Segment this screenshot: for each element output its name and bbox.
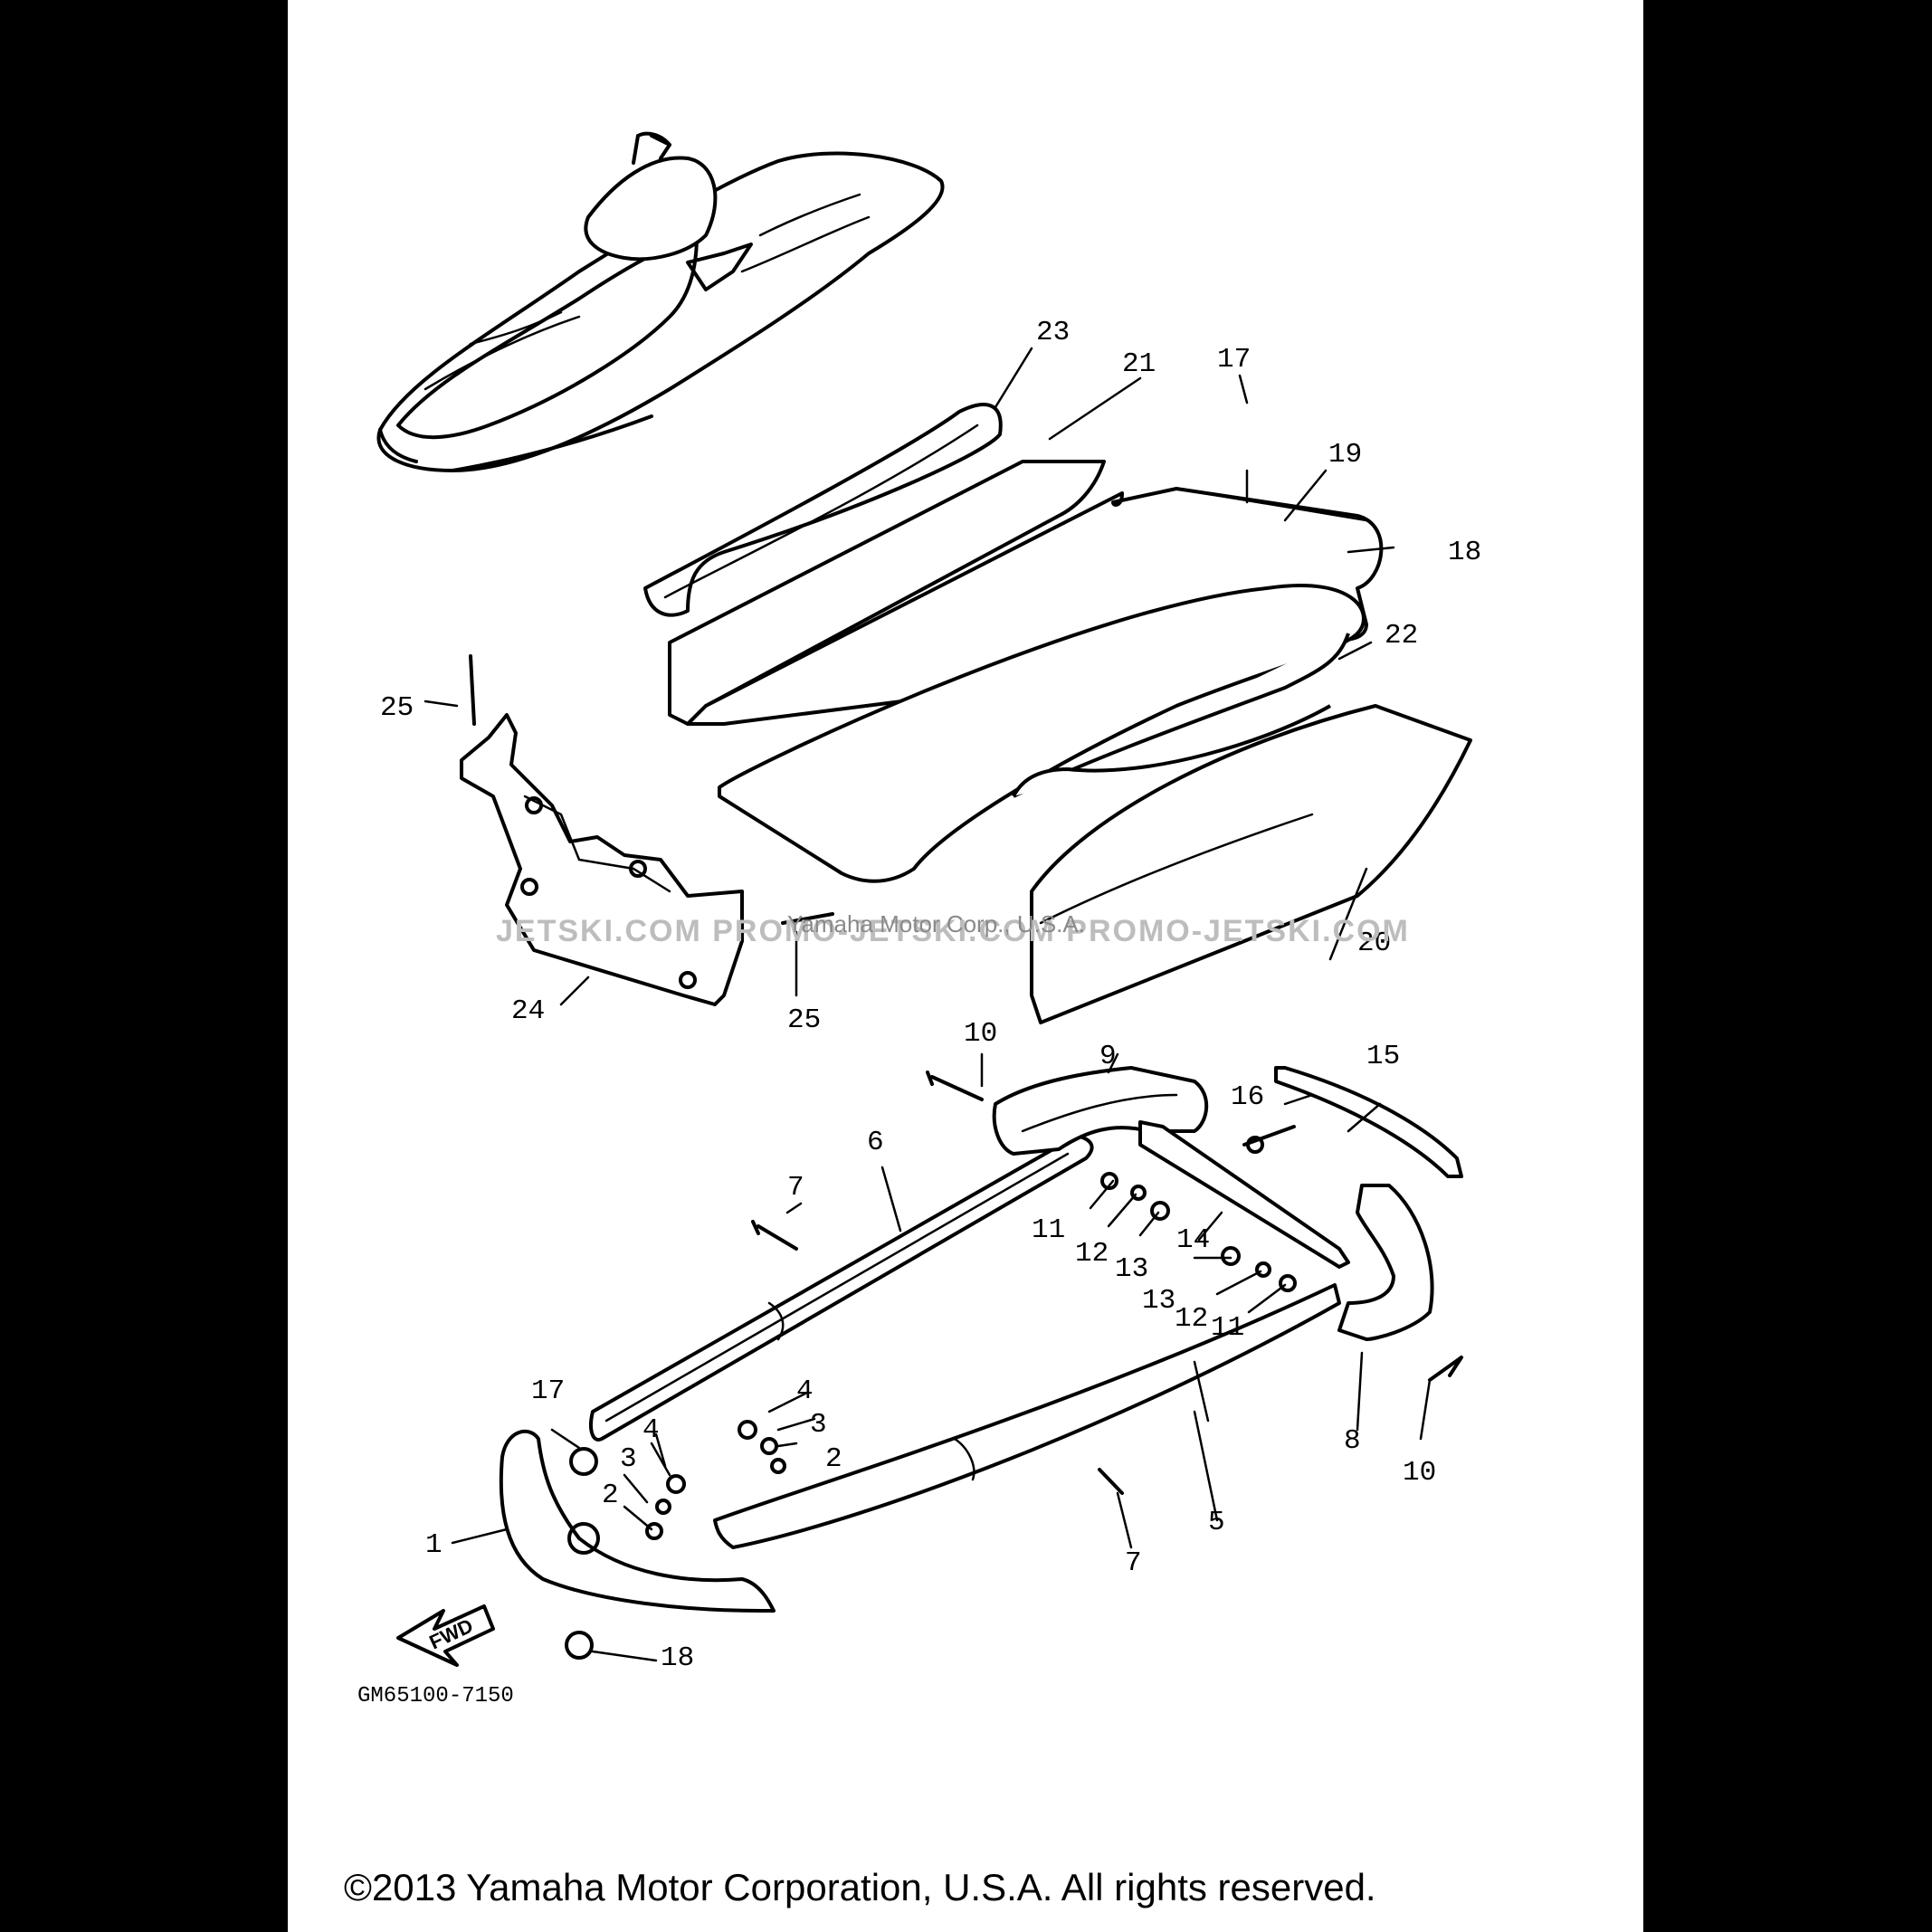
callout-25-bottom: 25 <box>787 1004 821 1036</box>
callout-20: 20 <box>1357 928 1391 959</box>
callout-6: 6 <box>867 1127 884 1158</box>
callout-23: 23 <box>1036 317 1070 348</box>
watermark-text: JETSKI.COM PROMO-JETSKI.COM PROMO-JETSKI… <box>496 914 1410 948</box>
callout-numbers: 23 21 17 19 18 22 20 25 24 25 10 9 15 16… <box>380 317 1481 1674</box>
callout-21: 21 <box>1122 348 1156 380</box>
callout-24: 24 <box>511 995 545 1027</box>
callout-18-top: 18 <box>1448 537 1481 568</box>
callout-16: 16 <box>1231 1081 1264 1113</box>
watermark-owner: Yamaha Motor Corp., U.S.A. <box>787 910 1085 937</box>
part-20-right-mat <box>1030 704 1472 1024</box>
callout-7-top: 7 <box>787 1172 804 1204</box>
part-code: GM65100-7150 <box>357 1684 514 1708</box>
callout-9: 9 <box>1099 1041 1117 1072</box>
callout-1: 1 <box>425 1529 443 1561</box>
leader-lines <box>424 347 1432 1662</box>
callout-15: 15 <box>1366 1041 1400 1072</box>
callout-13-bottom: 13 <box>1142 1285 1175 1317</box>
callout-5: 5 <box>1208 1507 1225 1538</box>
callout-22: 22 <box>1385 620 1418 652</box>
callout-8: 8 <box>1344 1425 1361 1457</box>
callout-11-bottom: 11 <box>1211 1312 1244 1344</box>
diagram-sheet <box>288 0 1643 1932</box>
callout-3-right: 3 <box>810 1409 827 1441</box>
callout-10-bottom: 10 <box>1403 1457 1436 1489</box>
callout-25-top: 25 <box>380 692 414 724</box>
callout-2-left: 2 <box>602 1480 619 1511</box>
callout-11-top: 11 <box>1032 1214 1065 1246</box>
callout-12-top: 12 <box>1075 1238 1109 1270</box>
callout-7-bottom: 7 <box>1125 1547 1142 1579</box>
part-22-long-mat <box>718 583 1366 883</box>
watercraft-hull-overview <box>376 131 945 472</box>
callout-4-right: 4 <box>796 1375 814 1407</box>
callout-10-top: 10 <box>964 1018 997 1050</box>
callout-17-top: 17 <box>1217 344 1251 376</box>
part-23-left-mat <box>643 403 1003 617</box>
callout-18-bottom: 18 <box>661 1642 694 1674</box>
fwd-arrow: FWD <box>396 1604 495 1667</box>
callout-13-top: 13 <box>1115 1253 1148 1285</box>
callout-17-bottom: 17 <box>531 1375 565 1407</box>
callout-4-left: 4 <box>642 1414 660 1446</box>
callout-12-bottom: 12 <box>1175 1303 1208 1335</box>
callout-19: 19 <box>1328 439 1362 471</box>
copyright-notice: ©2013 Yamaha Motor Corporation, U.S.A. A… <box>344 1866 1376 1908</box>
part-24-bracket <box>460 713 744 1006</box>
callout-3-left: 3 <box>620 1443 637 1475</box>
callout-14: 14 <box>1176 1224 1210 1256</box>
callout-2-right: 2 <box>825 1443 842 1475</box>
